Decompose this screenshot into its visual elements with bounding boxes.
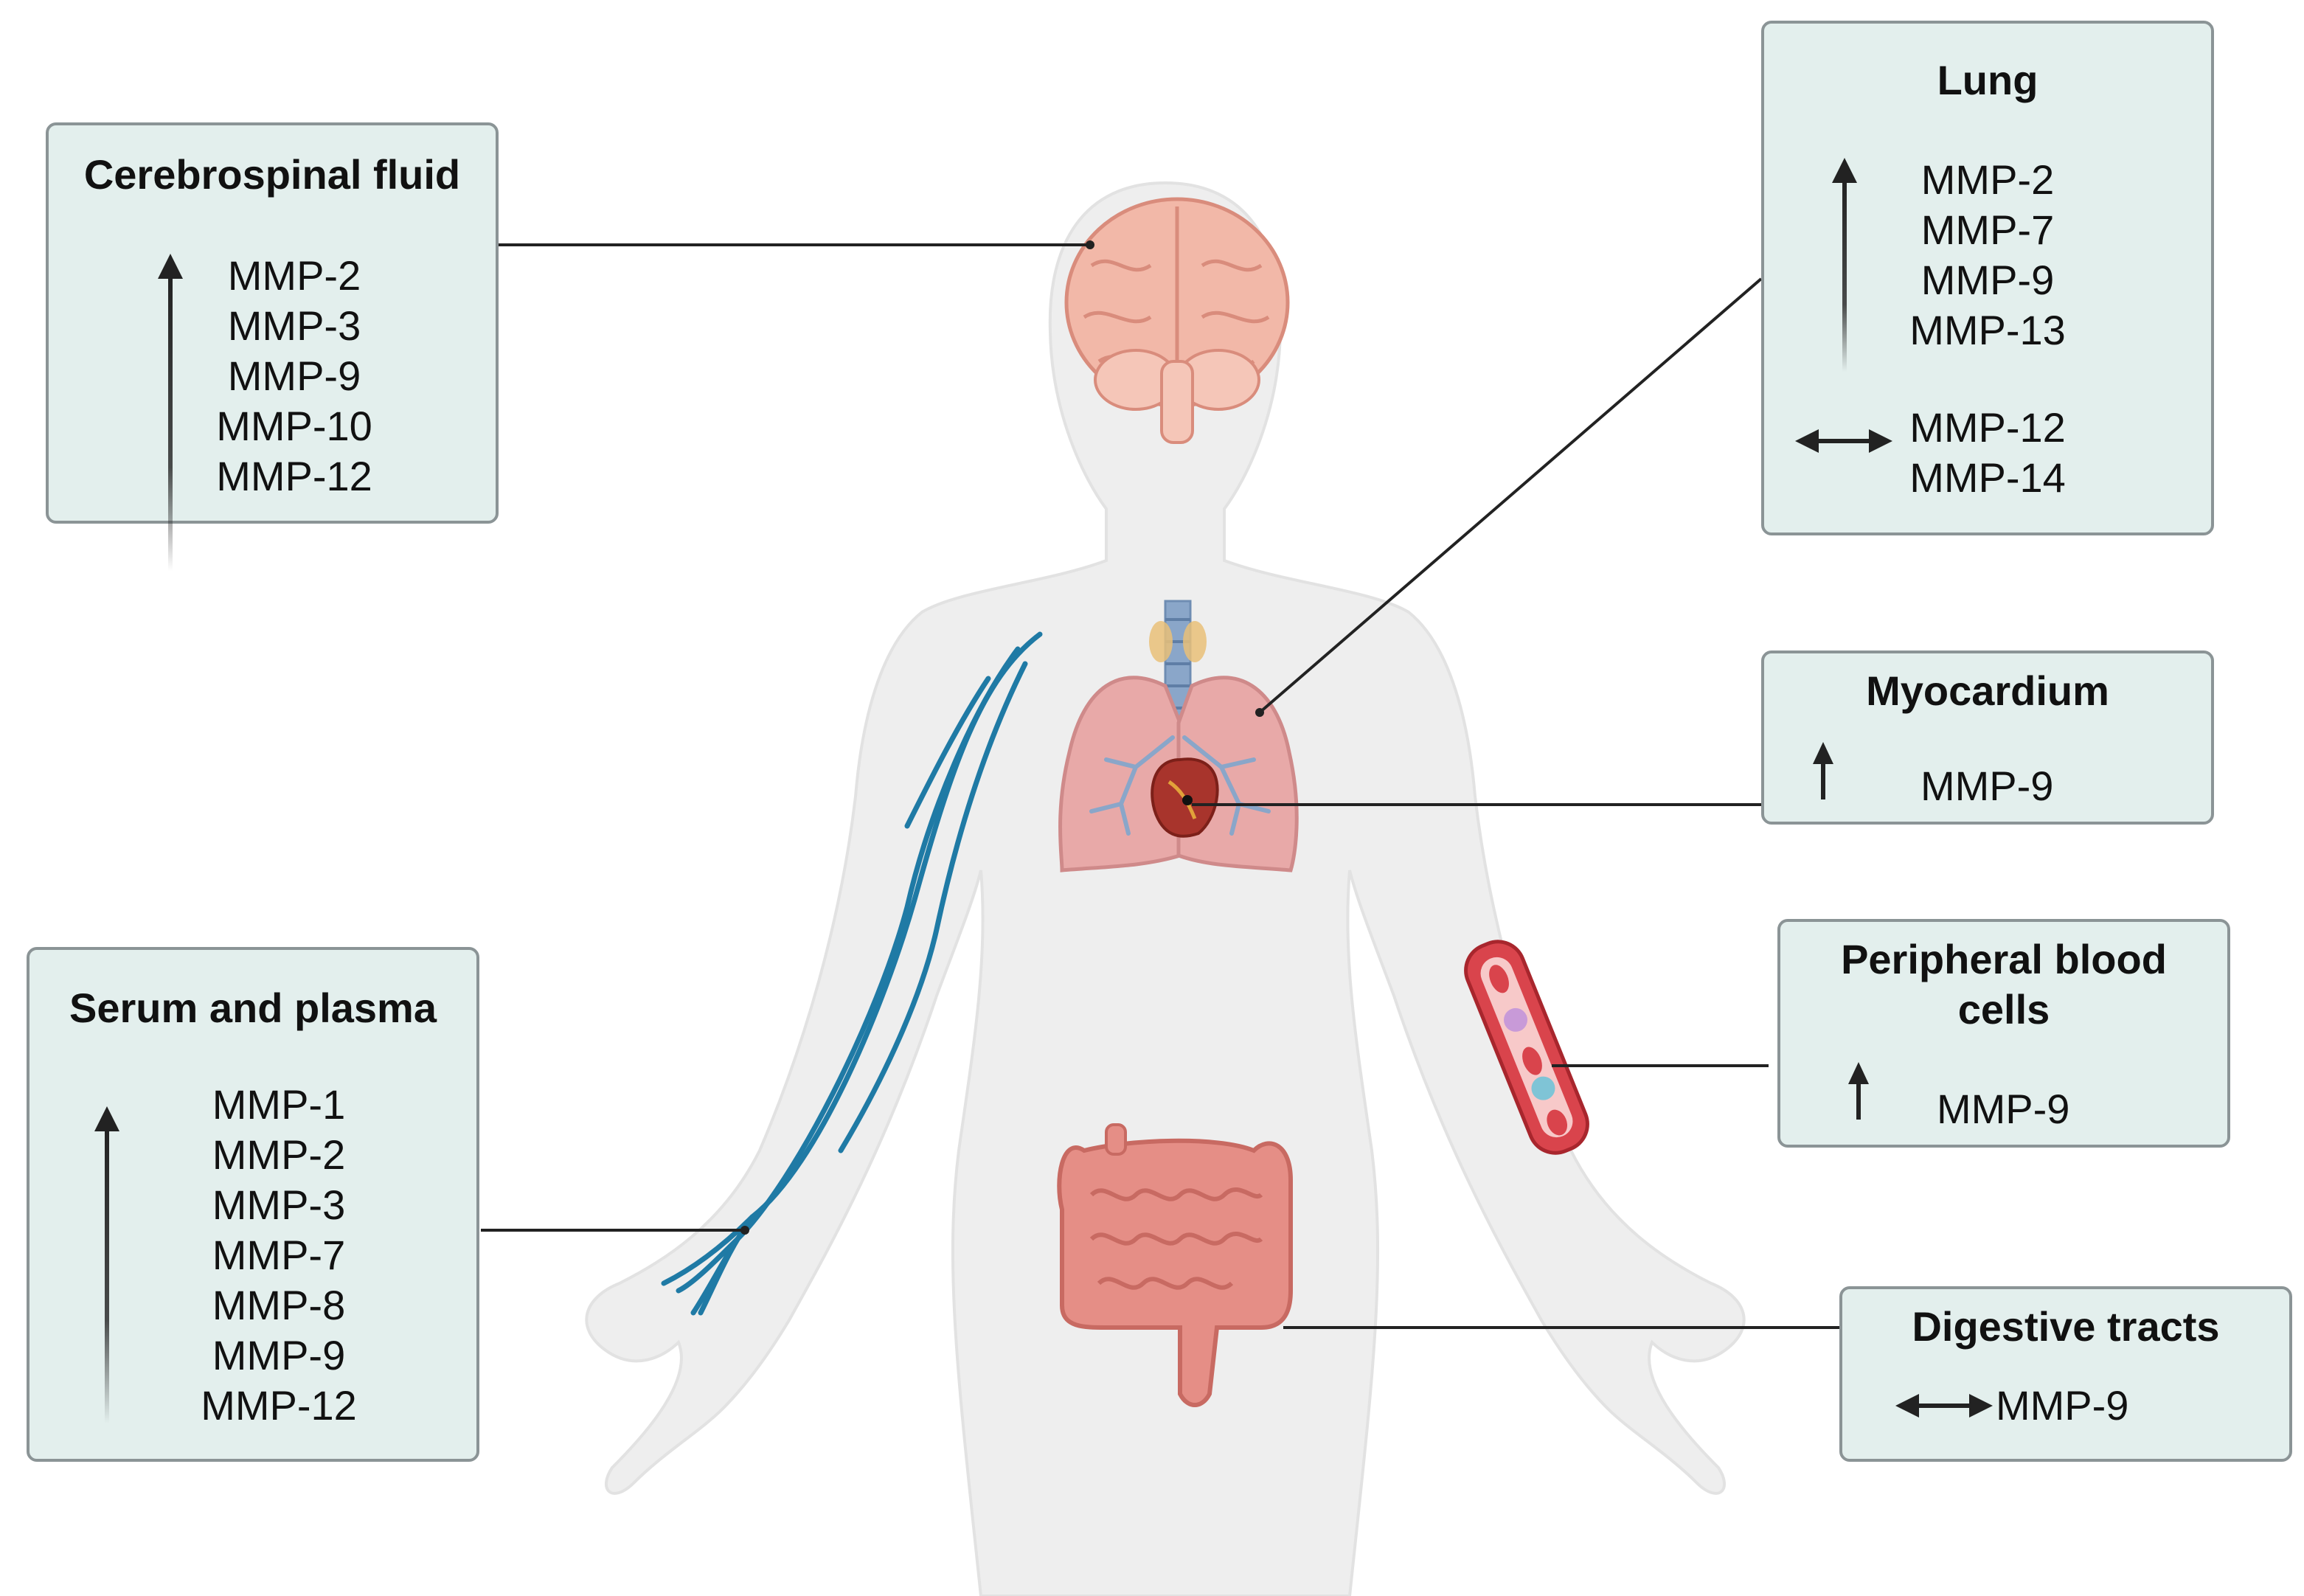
mmp-item: MMP-3 [212, 1182, 346, 1228]
mmp-item: MMP-3 [227, 302, 361, 349]
mmp-item: MMP-12 [201, 1382, 357, 1429]
mmp-item: MMP-7 [212, 1232, 346, 1278]
mmp-item: MMP-2 [227, 252, 361, 299]
left-right-arrow-icon [1895, 1394, 1993, 1418]
mmp-item: MMP-9 [1996, 1382, 2129, 1429]
lung-box: Lung MMP-2 MMP-7 MMP-9 MMP-13 MMP-12 MMP… [1761, 21, 2214, 535]
digestive-title: Digestive tracts [1912, 1303, 2220, 1350]
trachea [1149, 600, 1207, 750]
mmp-item: MMP-7 [1920, 207, 2055, 253]
myocardium-title: Myocardium [1866, 667, 2109, 714]
csf-title: Cerebrospinal fluid [83, 151, 461, 198]
myocardium-box: Myocardium MMP-9 [1761, 650, 2214, 825]
left-right-arrow-icon [1795, 429, 1892, 453]
serum-title: Serum and plasma [69, 985, 437, 1031]
connector-lung [1258, 277, 1763, 714]
veins [661, 631, 1043, 1316]
mmp-item: MMP-12 [1909, 404, 2066, 451]
blood-vessel [1464, 940, 1589, 1155]
brain [1064, 197, 1290, 444]
mmp-item: MMP-13 [1909, 307, 2066, 353]
digestive-box: Digestive tracts MMP-9 [1839, 1286, 2292, 1462]
pbc-box: Peripheral blood cells MMP-9 [1777, 919, 2230, 1148]
pbc-title-line2: cells [1957, 986, 2050, 1033]
mmp-item: MMP-12 [216, 453, 372, 499]
pbc-title-line1: Peripheral blood [1841, 936, 2167, 982]
mmp-item: MMP-1 [212, 1081, 346, 1128]
connector-lines [481, 240, 1839, 1329]
up-arrow-icon [1832, 158, 1857, 372]
csf-box: Cerebrospinal fluid MMP-2 MMP-3 MMP-9 MM… [46, 122, 499, 571]
mmp-item: MMP-10 [216, 403, 372, 449]
mmp-item: MMP-14 [1909, 454, 2066, 501]
up-arrow-icon [94, 1106, 119, 1423]
lung-up-list: MMP-2 MMP-7 MMP-9 MMP-13 [1764, 155, 2211, 355]
heart [1151, 757, 1219, 838]
mmp-item: MMP-2 [1920, 156, 2055, 203]
mmp-item: MMP-9 [1937, 1086, 2070, 1132]
intestines [1057, 1123, 1293, 1407]
mmp-item: MMP-2 [212, 1131, 346, 1178]
serum-mmp-list: MMP-1 MMP-2 MMP-3 MMP-7 MMP-8 MMP-9 MMP-… [81, 1080, 476, 1431]
mmp-item: MMP-8 [212, 1282, 346, 1328]
serum-box: Serum and plasma MMP-1 MMP-2 MMP-3 MMP-7… [27, 947, 479, 1462]
up-arrow-icon [158, 254, 183, 571]
lung-title: Lung [1937, 57, 2038, 103]
mmp-item: MMP-9 [212, 1332, 346, 1378]
up-arrow-icon [1848, 1062, 1869, 1120]
mmp-item: MMP-9 [1920, 763, 2054, 809]
mmp-item: MMP-9 [227, 353, 361, 399]
lung-unchanged-list: MMP-12 MMP-14 [1764, 403, 2211, 503]
csf-mmp-list: MMP-2 MMP-3 MMP-9 MMP-10 MMP-12 [93, 251, 496, 502]
mmp-item: MMP-9 [1920, 257, 2055, 303]
up-arrow-icon [1813, 742, 1833, 799]
